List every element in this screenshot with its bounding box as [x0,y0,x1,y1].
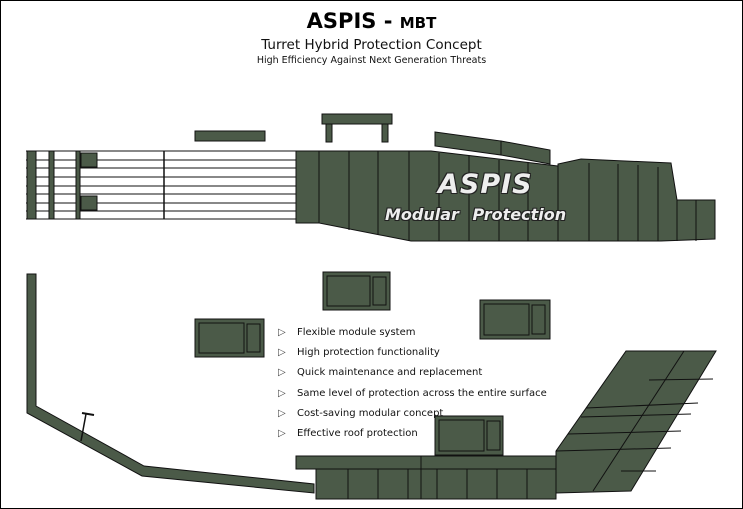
list-item: ▷ Flexible module system [278,322,547,342]
title-text: ASPIS - [306,9,393,33]
feature-label: Quick maintenance and replacement [297,367,483,379]
pointing-hand-icon: ▷ [278,407,286,419]
list-item: ▷ Quick maintenance and replacement [278,363,547,383]
feature-label: Flexible module system [297,326,416,338]
tagline: High Efficiency Against Next Generation … [256,55,487,66]
roof-module [500,140,551,165]
feature-list: ▷ Flexible module system ▷ High protection… [278,322,547,444]
feature-label: Same level of protection across the enti… [297,387,547,399]
armor-module-tile [322,271,391,311]
brand-caption: Modular Protection [385,205,567,224]
rail-frame [26,150,301,220]
pointing-hand-icon: ▷ [278,428,286,440]
list-item: ▷ Cost-saving modular concept [278,403,547,423]
roof-module [434,131,502,156]
feature-label: Cost-saving modular concept [297,407,444,419]
loose-module-2 [321,113,393,143]
subtitle: Turret Hybrid Protection Concept [261,37,482,53]
armor-module-tile [194,318,265,358]
brand-name: ASPIS [438,169,533,200]
pointing-hand-icon: ▷ [278,387,286,399]
loose-module-1 [194,130,266,142]
feature-label: Effective roof protection [297,428,418,440]
list-item: ▷ High protection functionality [278,342,547,362]
pointing-hand-icon: ▷ [278,346,286,358]
turret-side-armor [295,150,716,242]
bent-side-plate [26,273,315,494]
list-item: ▷ Effective roof protection [278,423,547,443]
list-item: ▷ Same level of protection across the ent… [278,383,547,403]
armor-module-tile [479,299,551,340]
title-suffix: MBT [399,14,437,32]
armor-module-tile [434,415,504,456]
pointing-hand-icon: ▷ [278,326,286,338]
turret-base-armor [295,350,717,500]
pointing-hand-icon: ▷ [278,367,286,379]
page-title: ASPIS - MBT [1,9,742,33]
feature-label: High protection functionality [297,346,440,358]
